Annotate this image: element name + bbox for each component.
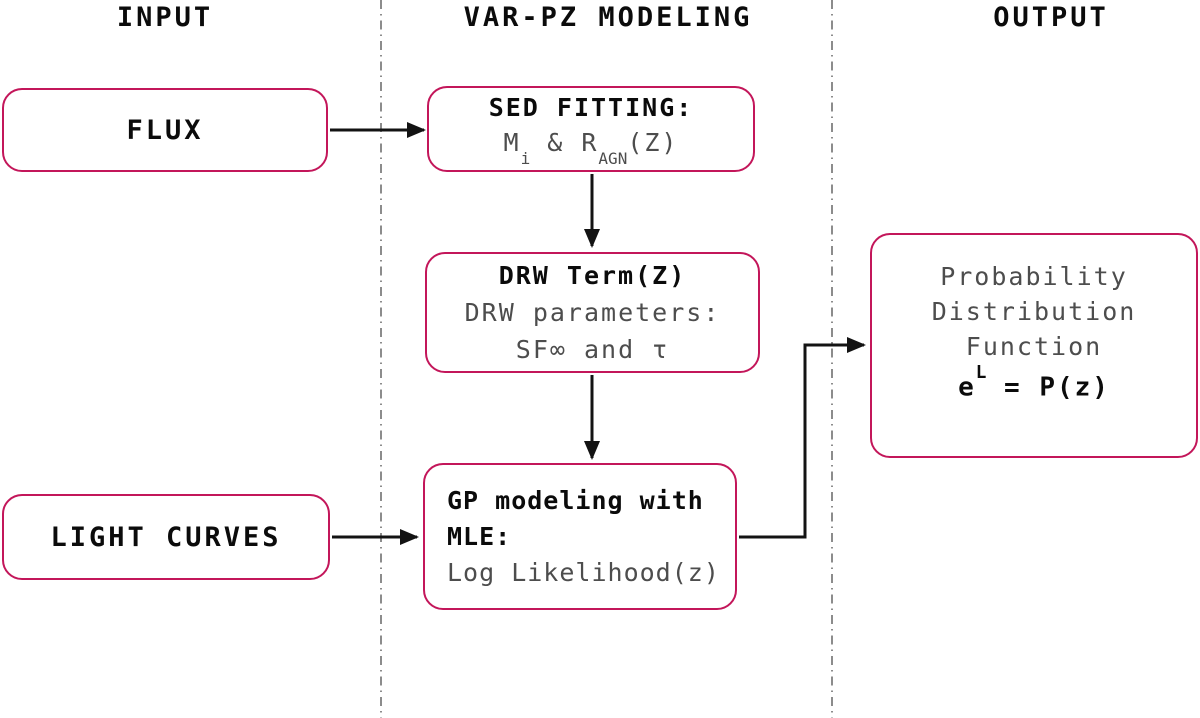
- node-flux-label: FLUX: [126, 114, 204, 146]
- node-drw-title: DRW Term(Z): [498, 261, 687, 290]
- node-drw-params: SF∞ and τ: [515, 335, 670, 364]
- output-formula-sup: L: [975, 363, 987, 384]
- node-light-curves: LIGHT CURVES: [2, 494, 330, 580]
- node-probability-output: Probability Distribution Function eL = P…: [870, 233, 1198, 458]
- arrow-gp-to-output: [739, 337, 866, 539]
- node-output-line3: Function: [965, 332, 1103, 362]
- node-flux: FLUX: [2, 88, 328, 172]
- node-gp-title-line2: MLE:: [447, 521, 512, 551]
- node-output-formula: eL = P(z): [872, 363, 1196, 406]
- sed-formula-mid: & R: [530, 127, 599, 157]
- output-formula-base: e: [958, 372, 976, 403]
- node-drw-subtitle: DRW parameters:: [464, 298, 721, 327]
- output-formula-rest: = P(z): [986, 372, 1110, 403]
- node-gp-modeling: GP modeling with MLE: Log Likelihood(z): [423, 463, 737, 610]
- node-light-curves-label: LIGHT CURVES: [50, 521, 282, 553]
- node-drw-term: DRW Term(Z) DRW parameters: SF∞ and τ: [425, 252, 760, 373]
- node-sed-formula: Mi & RAGN(Z): [429, 125, 753, 169]
- column-header-input: INPUT: [116, 2, 214, 33]
- sed-formula-sub-i: i: [520, 148, 531, 168]
- column-header-modeling: VAR-PZ MODELING: [463, 2, 753, 33]
- node-output-line2: Distribution: [931, 297, 1137, 327]
- node-sed-title: SED FITTING:: [488, 92, 694, 122]
- node-gp-title-line1: GP modeling with: [447, 485, 704, 515]
- node-output-line1: Probability: [940, 262, 1128, 292]
- sed-formula-sub-agn: AGN: [598, 148, 628, 168]
- node-gp-body: Log Likelihood(z): [447, 557, 720, 587]
- sed-formula-tail: (Z): [627, 127, 679, 157]
- column-header-output: OUTPUT: [993, 2, 1109, 33]
- sed-formula-base: M: [503, 127, 521, 157]
- node-sed-fitting: SED FITTING: Mi & RAGN(Z): [427, 86, 755, 172]
